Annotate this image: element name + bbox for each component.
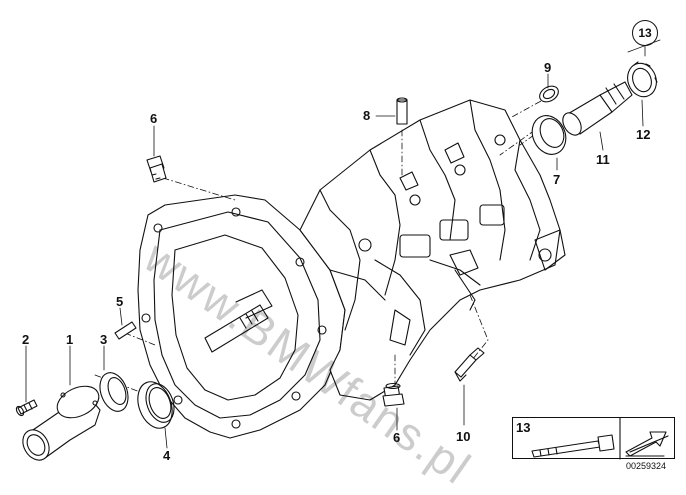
legend-box <box>512 417 675 459</box>
parts-diagram: www.BMWfans.pl 1 2 3 4 5 6 6 7 8 9 10 11… <box>15 20 675 495</box>
part-4-bearing <box>137 381 175 429</box>
part-10-sensor <box>454 347 485 382</box>
document-number: 00259324 <box>626 461 667 471</box>
gearbox-case <box>299 99 566 401</box>
callout-5: 5 <box>116 294 124 309</box>
callout-11: 11 <box>596 152 610 167</box>
part-6-plug-lower <box>382 382 405 407</box>
callout-10: 10 <box>456 429 471 444</box>
diagram-drawing <box>15 39 669 461</box>
callout-lines <box>25 39 661 449</box>
part-2-bolt <box>15 399 38 417</box>
part-11-shaft <box>562 81 633 136</box>
callout-4: 4 <box>163 448 171 463</box>
callout-8: 8 <box>363 108 371 123</box>
callout-7: 7 <box>553 172 561 187</box>
bell-housing <box>137 194 346 439</box>
callout-13-circle: 13 <box>632 20 658 46</box>
legend-number: 13 <box>516 420 531 435</box>
callout-2: 2 <box>22 332 30 347</box>
part-7-ring <box>531 115 567 155</box>
callout-6-upper: 6 <box>150 111 158 126</box>
callout-12: 12 <box>636 127 651 142</box>
part-12-nut <box>627 61 658 98</box>
part-3-seal <box>99 372 129 412</box>
callout-6-lower: 6 <box>393 430 401 445</box>
part-6-plug-upper <box>146 155 167 183</box>
part-8-pin <box>396 97 408 125</box>
callout-3: 3 <box>100 332 108 347</box>
part-5-pin <box>114 321 137 340</box>
leader-lines <box>94 94 556 393</box>
callout-9: 9 <box>544 60 552 75</box>
legend-symbol <box>531 417 669 460</box>
callout-13: 13 <box>638 26 652 40</box>
part-9-seal <box>539 85 559 103</box>
callout-1: 1 <box>66 332 74 347</box>
part-1-guide-sleeve <box>22 385 101 461</box>
